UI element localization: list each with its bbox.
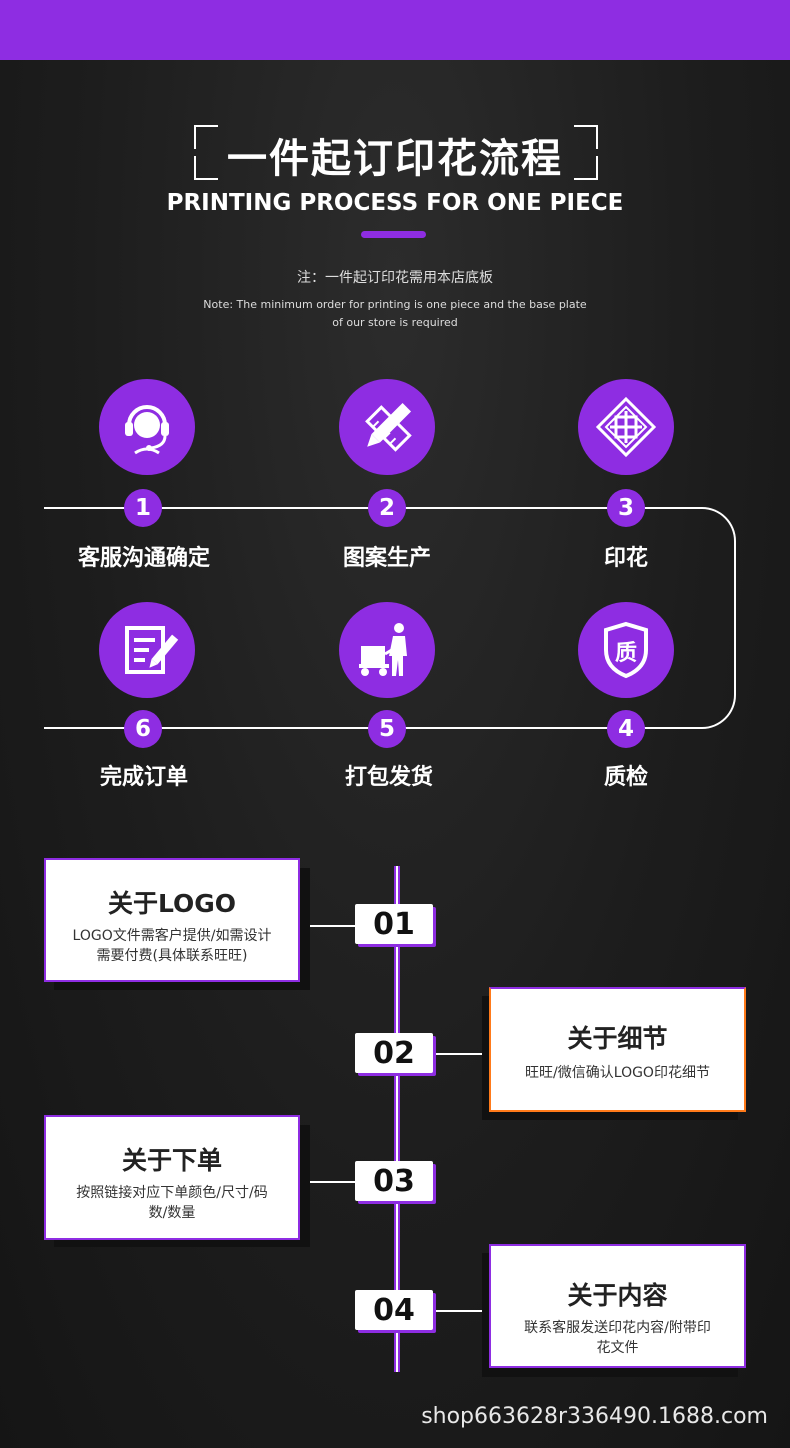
- step-2-circle: [339, 379, 435, 475]
- svg-text:质: 质: [615, 641, 637, 666]
- note-cn: 注：一件起订印花需用本店底板: [297, 270, 493, 286]
- card-about-content: 关于内容 联系客服发送印花内容/附带印 花文件: [489, 1244, 746, 1368]
- top-purple-bar: [0, 0, 790, 60]
- step-1-number: 1: [124, 489, 162, 527]
- step-3-number: 3: [607, 489, 645, 527]
- title-bracket-bottom-left: [194, 156, 218, 180]
- step-3-label: 印花: [603, 546, 648, 571]
- headset-agent-icon: [125, 405, 169, 455]
- badge-01: 01: [355, 904, 433, 944]
- step-4-number: 4: [607, 710, 645, 748]
- pencil-ruler-icon: [365, 402, 412, 452]
- step-2-label: 图案生产: [342, 546, 431, 571]
- card-01-line2: 需要付费(具体联系旺旺): [96, 948, 248, 964]
- card-about-details: 关于细节 旺旺/微信确认LOGO印花细节: [489, 987, 746, 1112]
- step-2-number: 2: [368, 489, 406, 527]
- step-6-number: 6: [124, 710, 162, 748]
- step-4-label: 质检: [603, 765, 648, 790]
- card-04-title: 关于内容: [567, 1281, 668, 1310]
- badge-02: 02: [355, 1033, 433, 1073]
- card-about-order: 关于下单 按照链接对应下单颜色/尺寸/码 数/数量: [44, 1115, 300, 1240]
- card-02-line1: 旺旺/微信确认LOGO印花细节: [525, 1065, 710, 1081]
- title-bracket-top-left: [194, 125, 218, 149]
- step-3-circle: [578, 379, 674, 475]
- note-en-line1: Note: The minimum order for printing is …: [203, 298, 587, 311]
- timeline-line-inner: [396, 866, 398, 1372]
- step-5-circle: [339, 602, 435, 698]
- step-1-circle: [99, 379, 195, 475]
- step-5-number: 5: [368, 710, 406, 748]
- card-03-title: 关于下单: [121, 1146, 222, 1175]
- connector-03: [300, 1181, 356, 1183]
- step-4-circle: 质: [578, 602, 674, 698]
- knot-pattern-icon: [595, 396, 657, 458]
- page-subtitle: PRINTING PROCESS FOR ONE PIECE: [166, 190, 624, 216]
- step-6-circle: [99, 602, 195, 698]
- page-title: 一件起订印花流程: [227, 136, 563, 182]
- card-01-line1: LOGO文件需客户提供/如需设计: [72, 928, 272, 944]
- card-01-title: 关于LOGO: [107, 889, 237, 918]
- badge-04: 04: [355, 1290, 433, 1330]
- card-03-line1: 按照链接对应下单颜色/尺寸/码: [76, 1185, 268, 1201]
- card-04-line2: 花文件: [596, 1340, 639, 1356]
- step-5-label: 打包发货: [344, 765, 433, 790]
- card-04-line1: 联系客服发送印花内容/附带印: [524, 1320, 711, 1336]
- step-6-label: 完成订单: [99, 765, 188, 790]
- title-bracket-top-right: [574, 125, 598, 149]
- title-underline: [361, 231, 426, 238]
- connector-02: [436, 1053, 488, 1055]
- connector-01: [300, 925, 356, 927]
- title-bracket-bottom-right: [574, 156, 598, 180]
- shop-watermark: shop663628r336490.1688.com: [0, 1400, 790, 1448]
- step-1-label: 客服沟通确定: [77, 546, 210, 571]
- connector-04: [436, 1310, 488, 1312]
- shop-url: shop663628r336490.1688.com: [421, 1404, 768, 1429]
- quality-shield-icon: 质: [604, 621, 648, 679]
- badge-03: 03: [355, 1161, 433, 1201]
- delivery-cart-icon: [359, 623, 407, 676]
- card-about-logo: 关于LOGO LOGO文件需客户提供/如需设计 需要付费(具体联系旺旺): [44, 858, 300, 982]
- note-en-line2: of our store is required: [332, 316, 458, 329]
- card-02-title: 关于细节: [567, 1024, 668, 1053]
- order-checklist-icon: [125, 626, 179, 674]
- card-03-line2: 数/数量: [148, 1205, 196, 1221]
